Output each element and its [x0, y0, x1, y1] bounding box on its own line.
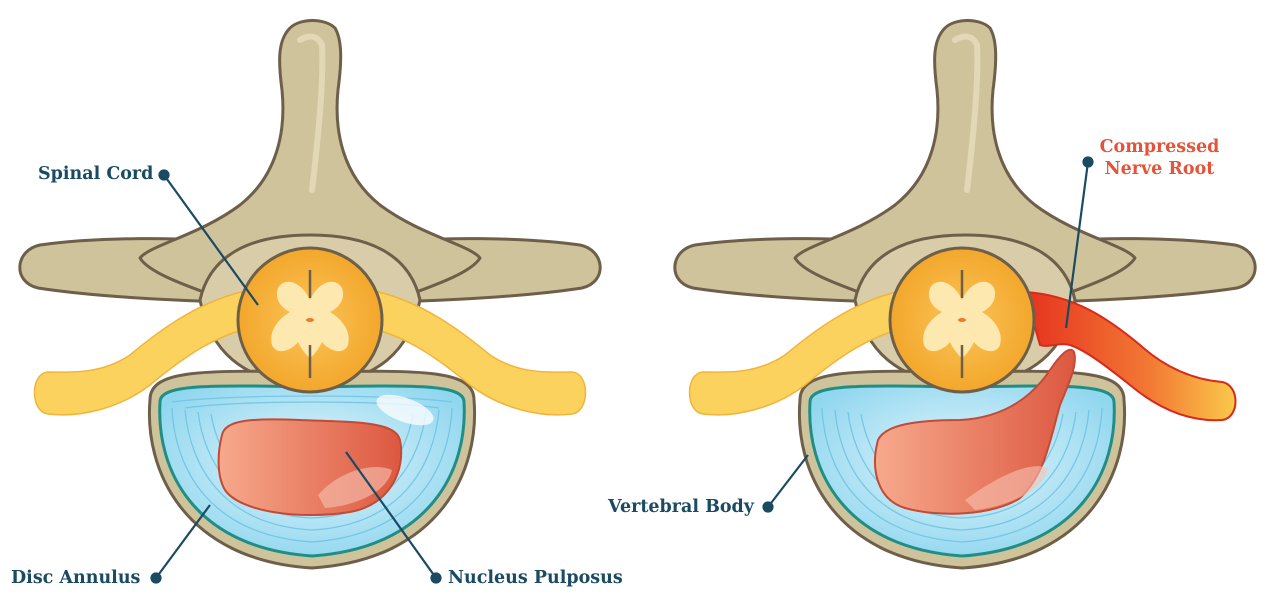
label-vertebral-body: Vertebral Body [608, 497, 754, 517]
leader-vertebral-body [767, 454, 809, 508]
label-disc-annulus: Disc Annulus [11, 568, 141, 588]
right-nerve-root-compressed [1023, 290, 1237, 422]
label-spinal-cord: Spinal Cord [38, 164, 154, 184]
leader-nucleus-pulposus [345, 451, 437, 579]
leader-compressed-nerve-root [1064, 161, 1090, 329]
label-compressed-nerve-root: Compressed Nerve Root [1092, 136, 1227, 180]
leader-spinal-cord [163, 174, 259, 306]
left-spinous-process [138, 19, 482, 302]
left-vertebra [18, 19, 602, 570]
right-nerve-root-normal [688, 289, 916, 416]
left-nerve-root-left [33, 289, 261, 416]
right-spinous-process [793, 19, 1137, 302]
right-vertebra [673, 19, 1257, 570]
leader-disc-annulus [155, 504, 211, 579]
label-nucleus-pulposus: Nucleus Pulposus [448, 568, 623, 588]
label-compressed-nerve-root-line1: Compressed [1099, 137, 1220, 157]
label-compressed-nerve-root-line2: Nerve Root [1104, 159, 1215, 179]
left-nerve-root-right [359, 289, 587, 416]
leader-lines [150, 156, 1094, 584]
